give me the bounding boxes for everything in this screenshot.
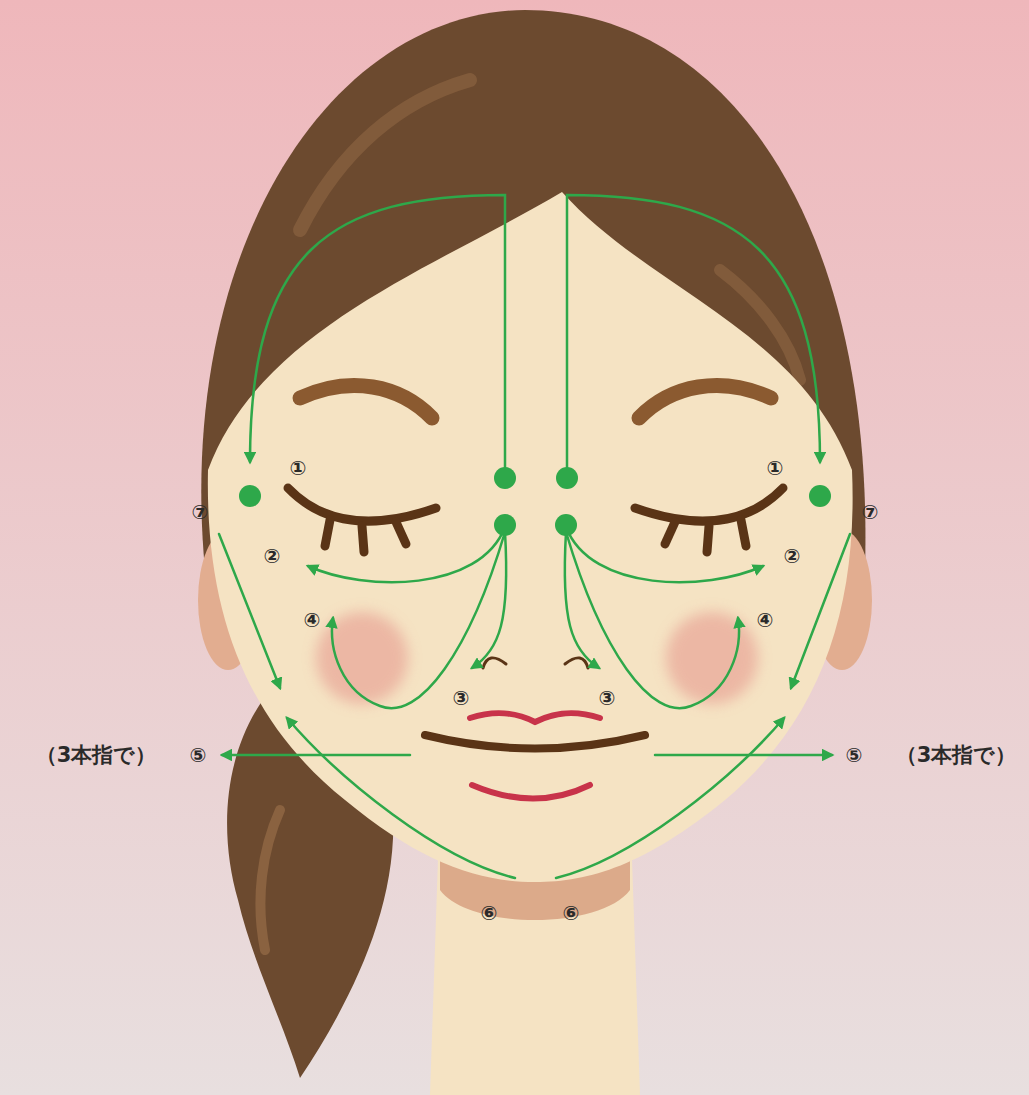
face [208, 192, 853, 882]
callout-number: ⑦ [862, 502, 879, 522]
callout-number: ⑦ [192, 502, 209, 522]
callout-number: ④ [304, 610, 321, 630]
massage-path-part [250, 195, 505, 470]
massage-path-part [567, 195, 820, 470]
mouth-part [472, 785, 590, 799]
hair-part [260, 810, 280, 950]
face-part [208, 192, 853, 882]
eyebrow-part [300, 386, 432, 418]
callout-number: ⑤ [190, 745, 207, 765]
cheek-blush-part [316, 612, 408, 704]
eyebrow [300, 386, 771, 418]
callout-number: ② [784, 546, 801, 566]
cheek-blush-part [666, 612, 758, 704]
note-label: （3本指で） [36, 745, 157, 766]
closed-eye-part [396, 522, 406, 544]
callout-number: ④ [757, 610, 774, 630]
closed-eye-part [325, 520, 330, 546]
massage-path-part [655, 754, 832, 757]
callout-number: ③ [599, 688, 616, 708]
hair [201, 10, 865, 1078]
massage-path-part [308, 527, 505, 582]
closed-eye-part [665, 522, 675, 544]
massage-path-part [566, 527, 763, 582]
massage-path-part [287, 718, 515, 878]
nose [483, 658, 588, 668]
callout-number: ② [264, 546, 281, 566]
pressure-point-part [494, 514, 516, 536]
pressure-point-part [809, 485, 831, 507]
massage-path-part [332, 532, 505, 708]
cheek-blush [316, 612, 758, 704]
closed-eye-part [362, 526, 364, 552]
closed-eye-part [741, 520, 746, 546]
massage-path-part [222, 754, 410, 757]
mouth [425, 713, 645, 798]
note-label: （3本指で） [896, 745, 1017, 766]
closed-eye-part [635, 488, 783, 521]
massage-path-part [472, 532, 506, 668]
callout-number: ⑥ [563, 903, 580, 923]
massage-path-part [565, 532, 599, 668]
massage-path [219, 195, 850, 878]
mouth-part [425, 735, 645, 749]
callout-number: ③ [453, 688, 470, 708]
closed-eye [288, 488, 783, 552]
closed-eye-part [288, 488, 436, 521]
callout-number: ⑥ [481, 903, 498, 923]
mouth-part [470, 713, 600, 722]
massage-path-part [219, 534, 280, 688]
massage-path-part [556, 718, 784, 878]
pressure-point-part [494, 467, 516, 489]
pressure-point-part [239, 485, 261, 507]
pressure-point-part [555, 514, 577, 536]
massage-path-part [566, 532, 739, 708]
closed-eye-part [707, 526, 709, 552]
pressure-point-part [556, 467, 578, 489]
eyebrow-part [639, 386, 771, 418]
nose-part [565, 658, 588, 668]
nose-part [483, 658, 506, 668]
callout-number: ① [290, 458, 307, 478]
callout-number: ① [767, 458, 784, 478]
pressure-point [239, 467, 831, 536]
callout-number: ⑤ [846, 745, 863, 765]
